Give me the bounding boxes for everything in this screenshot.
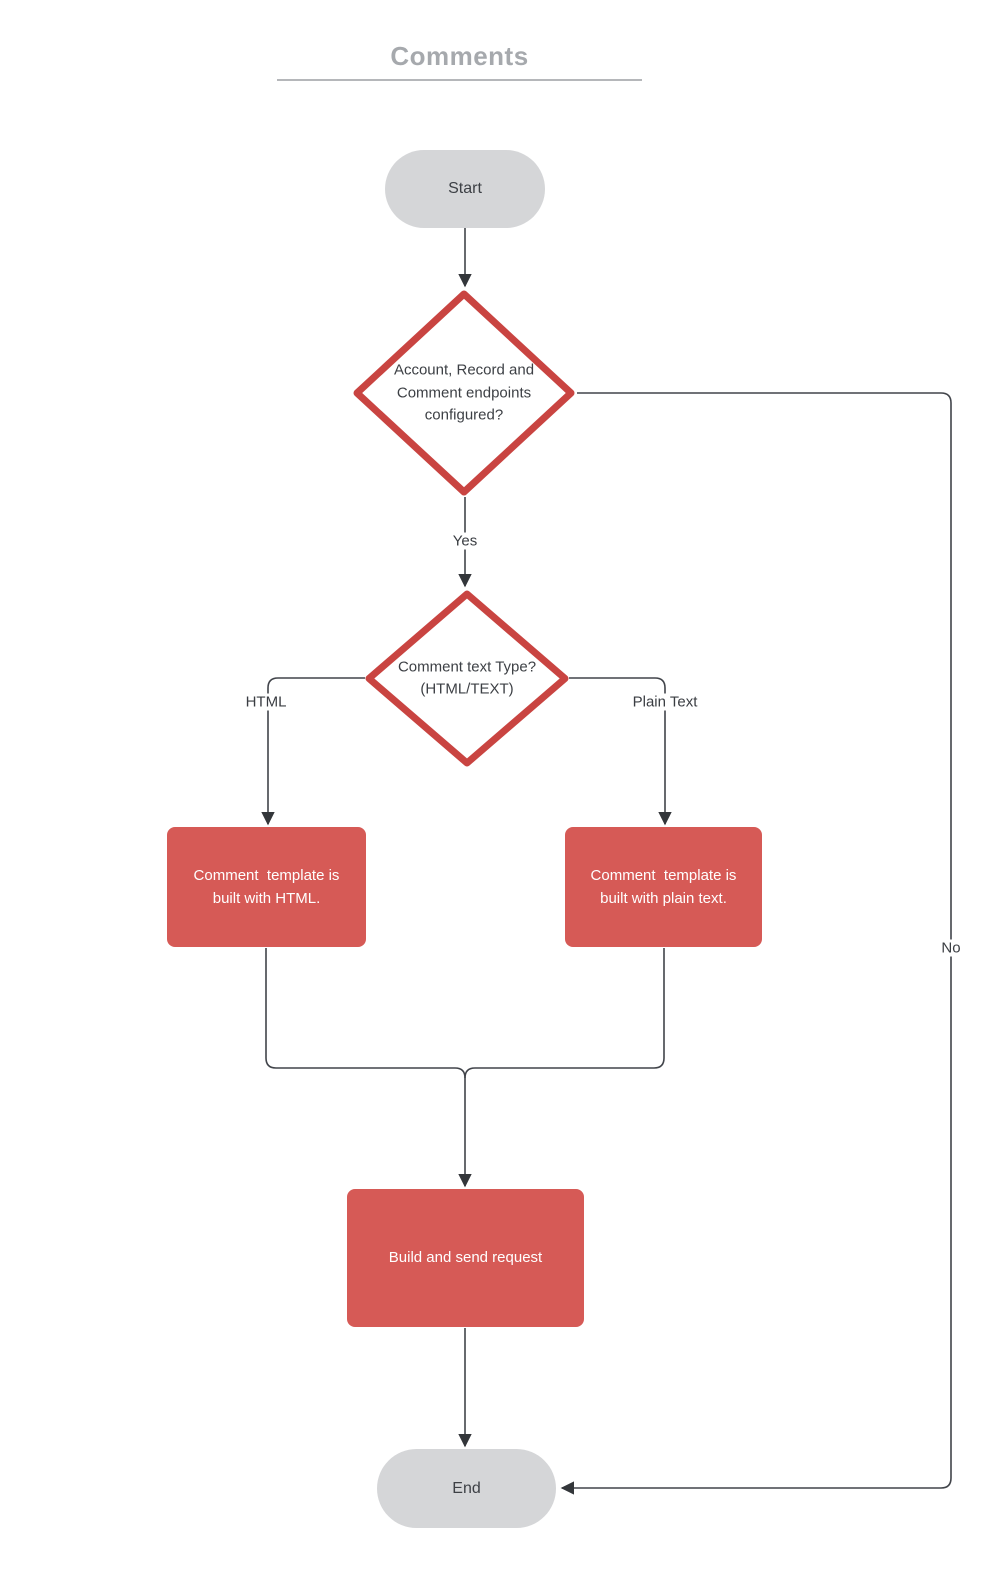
- node-start-label: Start: [448, 180, 482, 197]
- decision-diamond-shape: [353, 290, 575, 496]
- edge-html-branch: [261, 677, 365, 826]
- node-decision-endpoints-label: Account, Record and Comment endpoints co…: [393, 361, 535, 424]
- title-underline: [277, 79, 642, 81]
- node-decision-text-type-label: Comment text Type? (HTML/TEXT): [397, 658, 537, 698]
- node-process-html-label: Comment template is built with HTML.: [193, 866, 344, 907]
- node-end-label: End: [452, 1479, 481, 1497]
- node-process-html: Comment template is built with HTML.: [167, 827, 366, 947]
- node-process-build-label: Build and send request: [388, 1249, 543, 1267]
- node-decision-text-type: Comment text Type? (HTML/TEXT): [364, 589, 570, 768]
- edge-label-html: HTML: [241, 693, 291, 711]
- node-end: End: [377, 1449, 556, 1528]
- edge-label-plain-text: Plain Text: [628, 693, 702, 711]
- edge-html-to-build: [265, 948, 472, 1188]
- node-process-build: Build and send request: [347, 1189, 584, 1327]
- edge-plain-branch: [569, 677, 672, 826]
- node-process-plain-label: Comment template is built with plain tex…: [590, 866, 741, 907]
- decision-diamond-shape: [365, 590, 569, 767]
- node-decision-endpoints: Account, Record and Comment endpoints co…: [352, 289, 576, 497]
- node-process-plain: Comment template is built with plain tex…: [565, 827, 762, 947]
- edge-plain-to-merge: [464, 948, 665, 1079]
- edge-label-yes: Yes: [448, 532, 482, 550]
- page-title: Comments: [390, 41, 529, 71]
- edge-label-no: No: [937, 939, 965, 957]
- node-start: Start: [385, 150, 545, 228]
